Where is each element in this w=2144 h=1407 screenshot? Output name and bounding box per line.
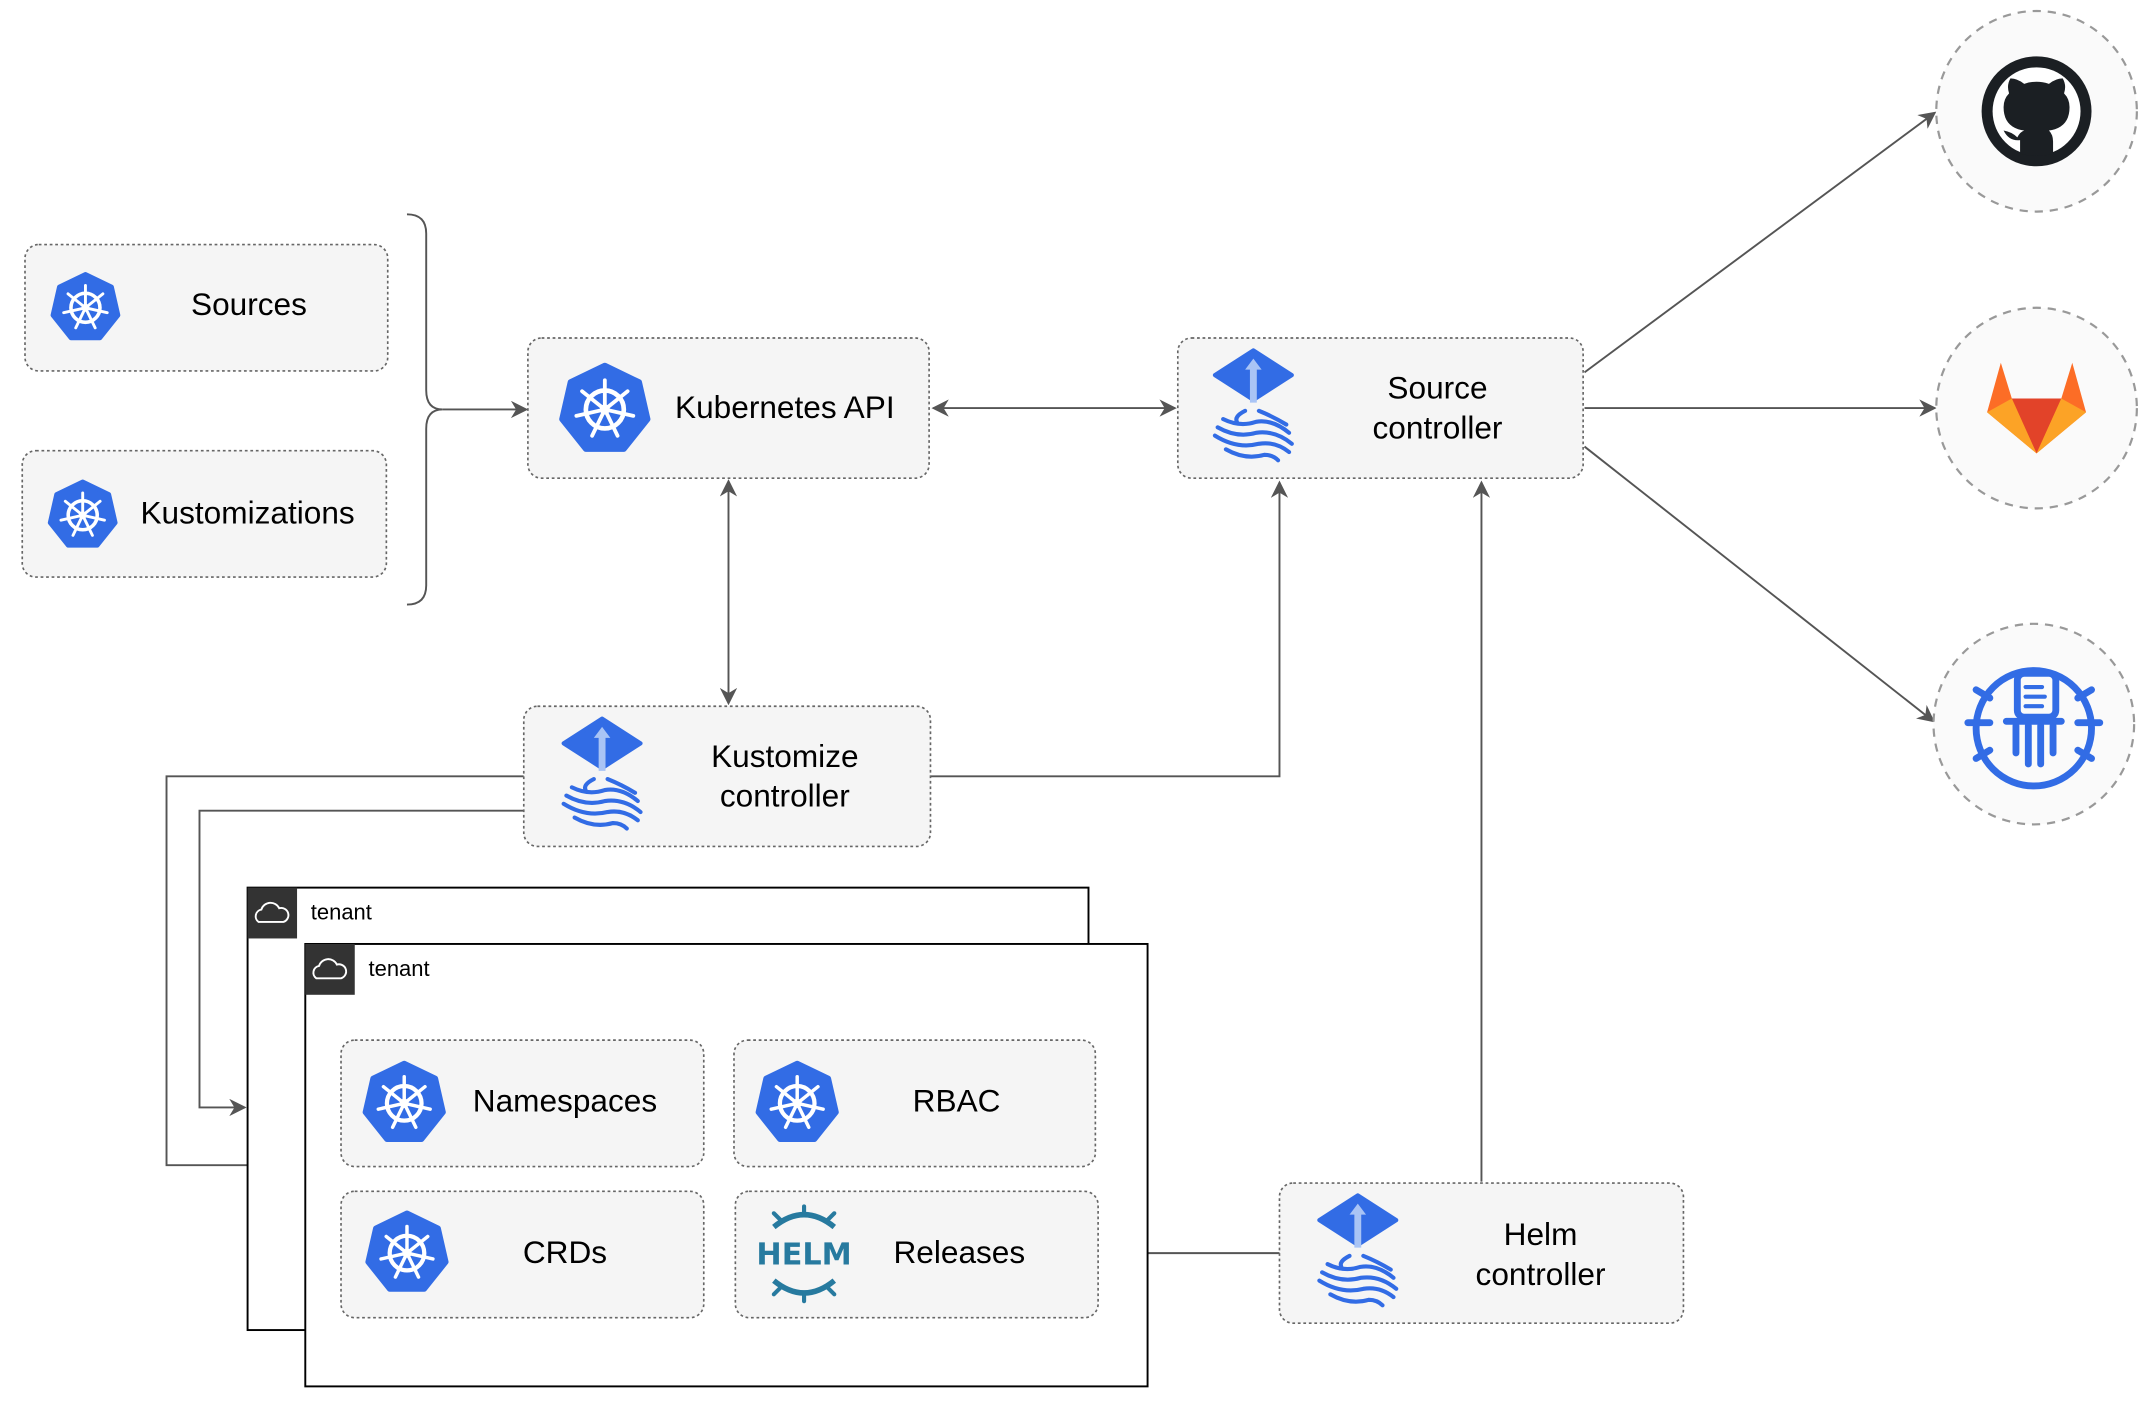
kubernetes-icon [758,1063,836,1139]
node-label: Helm [1504,1216,1578,1252]
node-label: CRDs [523,1234,607,1270]
node-helm-controller[interactable]: Helm controller [1278,1182,1685,1325]
external-github[interactable] [1935,9,2138,213]
node-label: RBAC [913,1083,1001,1119]
cloud-icon [312,958,348,980]
edge-source-to-github [1583,111,1937,374]
node-label: Namespaces [473,1083,657,1119]
gitlab-icon [1987,362,2087,454]
edge-kustomize-to-tenant-back [198,809,524,1117]
node-label: Kustomize [711,738,858,774]
node-rbac[interactable]: RBAC [733,1039,1097,1168]
kubernetes-icon [50,482,115,546]
node-kubernetes-api[interactable]: Kubernetes API [527,337,930,479]
tenant-label: tenant [369,956,430,981]
node-label: Releases [893,1234,1025,1270]
node-source-controller[interactable]: Source controller [1176,337,1584,479]
node-sources[interactable]: Sources [24,243,389,372]
external-harbor[interactable] [1932,622,2136,826]
edge-kustomize-to-tenant-front [165,775,524,1174]
tenant-label: tenant [311,900,372,925]
node-kustomize-controller[interactable]: Kustomize controller [522,705,932,848]
kubernetes-icon [368,1213,446,1289]
node-label: Kubernetes API [675,389,895,425]
github-icon [1981,56,2092,167]
node-releases[interactable]: HELM Releases [734,1190,1099,1319]
harbor-icon [1964,667,2104,790]
kubernetes-icon [365,1063,443,1139]
node-label: controller [1373,409,1503,445]
node-label: controller [720,778,850,814]
node-namespaces[interactable]: Namespaces [340,1039,705,1168]
node-label: controller [1476,1256,1606,1292]
svg-text:HELM: HELM [756,1237,851,1272]
node-label: Kustomizations [140,495,354,531]
kubernetes-icon [562,366,647,449]
node-label: Sources [191,286,307,322]
edge-source-to-harbor [1583,445,1935,723]
node-crds[interactable]: CRDs [340,1190,705,1319]
node-kustomizations[interactable]: Kustomizations [21,449,388,578]
cloud-icon [254,901,290,923]
node-label: Source [1387,370,1487,406]
kubernetes-icon [53,274,118,338]
helm-icon: HELM [756,1204,852,1304]
grouping-brace [406,213,443,606]
external-gitlab[interactable] [1935,306,2138,510]
edge-kustomize-to-source [930,480,1289,778]
